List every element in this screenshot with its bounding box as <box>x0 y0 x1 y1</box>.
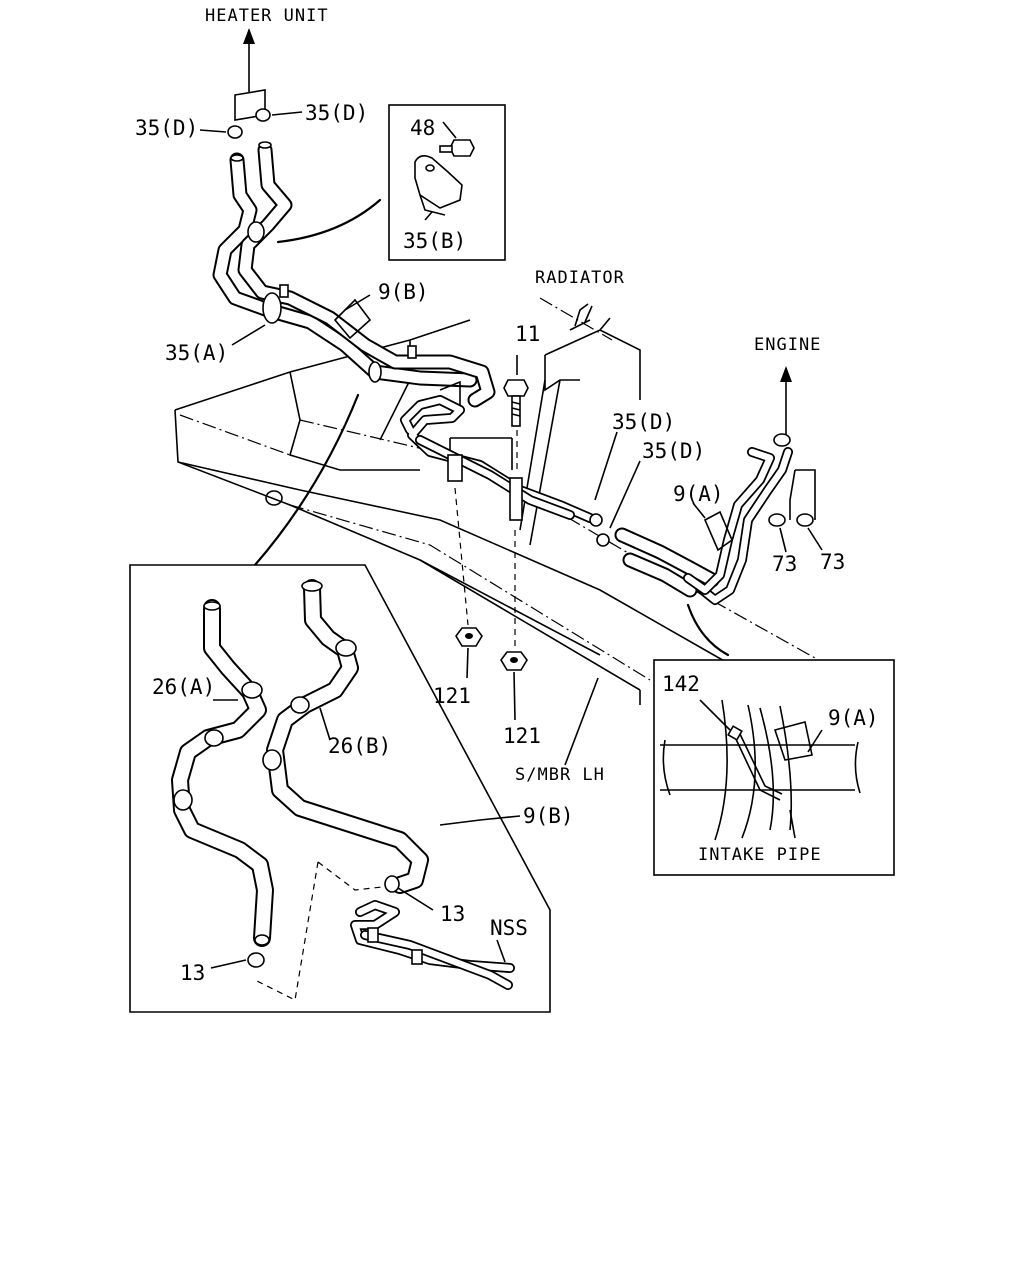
label-35d-mid-1: 35(D) <box>612 410 675 434</box>
label-s-mbr-lh: S/MBR LH <box>515 765 605 785</box>
pointer-arc-intake <box>686 603 730 657</box>
label-9b-inset: 9(B) <box>523 804 574 828</box>
clamp-73-pair <box>768 513 823 553</box>
radiator-outline <box>519 297 641 546</box>
nut-121-right <box>500 530 528 671</box>
clamp-35d-top <box>199 108 303 139</box>
label-142: 142 <box>662 672 700 696</box>
inset-hose-detail <box>129 564 551 1013</box>
bolt-11 <box>503 355 529 470</box>
pointer-arc-box <box>276 198 382 244</box>
label-11: 11 <box>515 322 540 346</box>
label-35d-top-left: 35(D) <box>135 116 198 140</box>
label-48: 48 <box>410 116 435 140</box>
label-35b: 35(B) <box>403 229 466 253</box>
label-nss: NSS <box>490 916 528 940</box>
label-26b: 26(B) <box>328 734 391 758</box>
label-radiator: RADIATOR <box>535 268 625 288</box>
label-engine: ENGINE <box>754 335 821 355</box>
label-13-left: 13 <box>180 961 205 985</box>
label-13-right: 13 <box>440 902 465 926</box>
label-35d-top-right: 35(D) <box>305 101 368 125</box>
heater-hose-upper <box>212 141 496 408</box>
label-26a: 26(A) <box>152 675 215 699</box>
bracket-leader-11 <box>449 437 513 470</box>
engine-arrow <box>780 366 792 435</box>
label-9a-main: 9(A) <box>673 482 724 506</box>
leader-lines <box>213 294 706 826</box>
label-9b-main: 9(B) <box>378 280 429 304</box>
label-73-left: 73 <box>772 552 797 576</box>
label-intake-pipe: INTAKE PIPE <box>698 845 822 865</box>
label-121-right: 121 <box>503 724 541 748</box>
label-9a-inset: 9(A) <box>828 706 879 730</box>
label-35d-mid-2: 35(D) <box>642 439 705 463</box>
label-heater-unit: HEATER UNIT <box>205 6 329 26</box>
heater-unit-arrow <box>234 28 266 121</box>
label-35a: 35(A) <box>165 341 228 365</box>
nut-121-left <box>454 487 483 647</box>
label-73-right: 73 <box>820 550 845 574</box>
label-121-left: 121 <box>433 684 471 708</box>
inset-intake-pipe <box>653 659 895 876</box>
heater-pipe-lower <box>400 395 816 605</box>
pointer-arc-inset <box>253 393 360 567</box>
detail-box-bracket <box>388 104 506 261</box>
